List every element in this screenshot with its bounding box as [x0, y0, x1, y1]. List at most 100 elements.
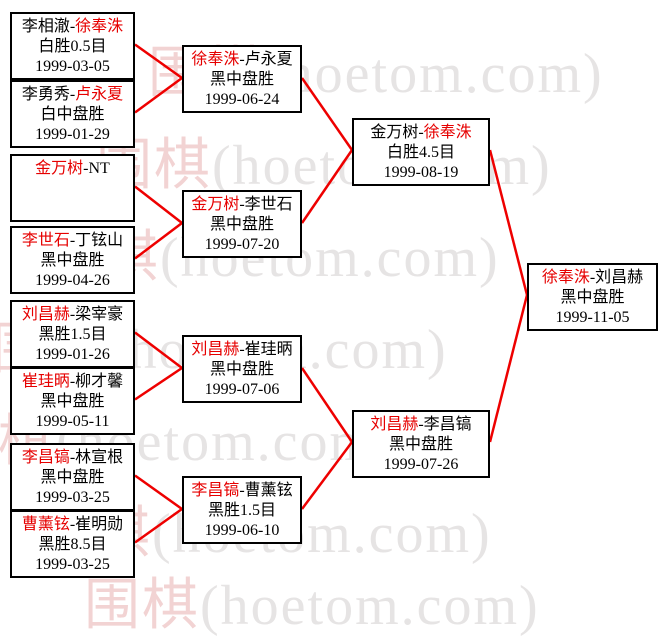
match-result: 黑胜1.5目 — [207, 502, 276, 519]
match-box-r1-8: 曹薰铉-崔明勋 黑胜8.5目 1999-03-25 — [10, 510, 135, 578]
match-box-qf-3: 刘昌赫-崔珪昞 黑中盘胜 1999-07-06 — [182, 335, 302, 403]
player2-name: 梁宰豪 — [75, 306, 124, 323]
player-separator: - — [239, 341, 245, 358]
player-separator: - — [239, 482, 245, 499]
match-box-r1-7: 李昌镐-林宣根 黑中盘胜 1999-03-25 — [10, 443, 135, 511]
match-box-qf-1: 徐奉洙-卢永夏 黑中盘胜 1999-06-24 — [182, 45, 302, 113]
player2-name: 柳才馨 — [75, 373, 124, 390]
player2-name: 崔珪昞 — [244, 341, 293, 358]
player1-name: 金万树 — [370, 124, 419, 141]
player2-name: 李世石 — [244, 196, 293, 213]
match-players: 金万树-NT — [12, 159, 133, 179]
match-box-sf-1: 金万树-徐奉洙 白胜4.5目 1999-08-19 — [352, 118, 490, 186]
player1-name: 李昌镐 — [21, 449, 70, 466]
match-date: 1999-07-26 — [383, 456, 459, 473]
match-players: 金万树-徐奉洙 — [354, 123, 488, 143]
player1-name: 李世石 — [21, 232, 70, 249]
player1-name: 刘昌赫 — [370, 416, 419, 433]
player-separator: - — [69, 18, 76, 35]
match-box-r1-3: 金万树-NT — [10, 154, 135, 222]
match-box-r1-5: 刘昌赫-梁宰豪 黑胜1.5目 1999-01-26 — [10, 300, 135, 368]
player-separator: - — [69, 306, 76, 323]
match-result: 黑中盘胜 — [209, 361, 274, 378]
match-result: 黑胜1.5目 — [38, 326, 107, 343]
match-date: 1999-11-05 — [555, 309, 630, 326]
player-separator: - — [418, 416, 424, 433]
match-date: 1999-06-10 — [204, 522, 280, 539]
player-separator: - — [69, 449, 76, 466]
player-separator: - — [69, 373, 76, 390]
player2-name: 林宣根 — [75, 449, 124, 466]
match-result: 白胜0.5目 — [38, 38, 107, 55]
match-box-qf-4: 李昌镐-曹薰铉 黑胜1.5目 1999-06-10 — [182, 476, 302, 544]
player1-name: 刘昌赫 — [191, 341, 240, 358]
match-result: 黑中盘胜 — [40, 393, 105, 410]
player-separator: - — [589, 269, 596, 286]
player2-name: 曹薰铉 — [244, 482, 293, 499]
match-result: 黑中盘胜 — [388, 436, 453, 453]
player-separator: - — [418, 124, 424, 141]
player1-name: 崔珪昞 — [21, 373, 70, 390]
match-players: 刘昌赫-梁宰豪 — [12, 305, 133, 325]
match-date: 1999-07-06 — [204, 381, 280, 398]
match-date: 1999-05-11 — [35, 413, 110, 430]
player-separator: - — [239, 51, 245, 68]
match-players: 刘昌赫-崔珪昞 — [184, 340, 300, 360]
match-players: 李世石-丁铉山 — [12, 231, 133, 251]
match-result: 白胜4.5目 — [386, 144, 455, 161]
player2-name: NT — [88, 160, 110, 177]
player2-name: 卢永夏 — [244, 51, 293, 68]
match-result: 黑中盘胜 — [40, 252, 105, 269]
match-result: 白中盘胜 — [40, 106, 105, 123]
match-date: 1999-04-26 — [35, 272, 110, 289]
match-players: 曹薰铉-崔明勋 — [12, 515, 133, 535]
match-box-r1-2: 李勇秀-卢永夏 白中盘胜 1999-01-29 — [10, 80, 135, 148]
player2-name: 丁铉山 — [75, 232, 124, 249]
player1-name: 徐奉洙 — [191, 51, 240, 68]
match-players: 李昌镐-曹薰铉 — [184, 481, 300, 501]
match-players: 刘昌赫-李昌镐 — [354, 415, 488, 435]
player1-name: 李相澈 — [21, 18, 70, 35]
player2-name: 刘昌赫 — [595, 269, 644, 286]
player-separator: - — [83, 160, 89, 177]
match-result — [12, 179, 133, 199]
player1-name: 徐奉洙 — [541, 269, 590, 286]
match-box-sf-2: 刘昌赫-李昌镐 黑中盘胜 1999-07-26 — [352, 410, 490, 478]
match-box-r1-4: 李世石-丁铉山 黑中盘胜 1999-04-26 — [10, 226, 135, 294]
player1-name: 金万树 — [35, 160, 84, 177]
match-box-r1-6: 崔珪昞-柳才馨 黑中盘胜 1999-05-11 — [10, 367, 135, 435]
bracket-connector-lines — [134, 43, 529, 544]
match-box-qf-2: 金万树-李世石 黑中盘胜 1999-07-20 — [182, 190, 302, 258]
match-date: 1999-03-05 — [35, 58, 110, 75]
player-separator: - — [69, 232, 76, 249]
match-date: 1999-07-20 — [204, 236, 280, 253]
player-separator: - — [69, 516, 76, 533]
match-date: 1999-01-26 — [35, 346, 110, 363]
match-result: 黑中盘胜 — [560, 289, 625, 306]
player2-name: 卢永夏 — [75, 86, 124, 103]
player2-name: 徐奉洙 — [423, 124, 472, 141]
watermark-latin-text: (hoetom.com) — [264, 43, 604, 105]
player2-name: 李昌镐 — [423, 416, 472, 433]
match-date: 1999-01-29 — [35, 126, 110, 143]
match-date: 1999-03-25 — [35, 489, 110, 506]
player1-name: 金万树 — [191, 196, 240, 213]
player2-name: 徐奉洙 — [75, 18, 124, 35]
match-result: 黑胜8.5目 — [38, 536, 107, 553]
match-box-final: 徐奉洙-刘昌赫 黑中盘胜 1999-11-05 — [527, 263, 658, 331]
player1-name: 李勇秀 — [21, 86, 70, 103]
match-box-r1-1: 李相澈-徐奉洙 白胜0.5目 1999-03-05 — [10, 12, 135, 80]
player1-name: 曹薰铉 — [21, 516, 70, 533]
match-players: 李昌镐-林宣根 — [12, 448, 133, 468]
player1-name: 李昌镐 — [191, 482, 240, 499]
match-players: 徐奉洙-刘昌赫 — [529, 268, 656, 288]
match-players: 李勇秀-卢永夏 — [12, 85, 133, 105]
tournament-bracket: 围棋(hoetom.com) 围棋(hoetom.com) 围棋(hoetom.… — [0, 12, 658, 637]
match-result: 黑中盘胜 — [209, 71, 274, 88]
player1-name: 刘昌赫 — [21, 306, 70, 323]
match-date: 1999-08-19 — [383, 164, 459, 181]
match-players: 徐奉洙-卢永夏 — [184, 50, 300, 70]
match-players: 李相澈-徐奉洙 — [12, 17, 133, 37]
match-date — [12, 199, 133, 219]
match-date: 1999-06-24 — [204, 91, 280, 108]
